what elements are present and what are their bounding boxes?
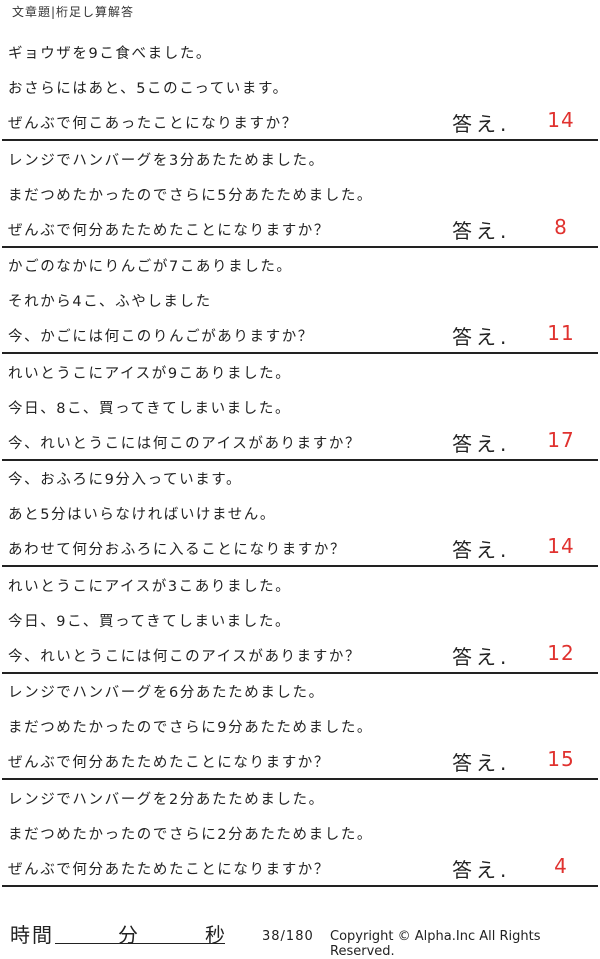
problem-question: 今、れいとうこには何このアイスがありますか？ bbox=[8, 648, 362, 665]
divider-rule bbox=[2, 671, 598, 674]
answer-label: 答え. bbox=[452, 218, 511, 243]
problem-line: あと5分はいらなければいけません。 bbox=[8, 507, 276, 523]
problem-4: れいとうこにアイスが9こありました。 今日、8こ、買ってきてしまいました。 今、… bbox=[0, 358, 600, 465]
problem-line: レンジでハンバーグを3分あたためました。 bbox=[8, 152, 325, 169]
answer-label: 答え. bbox=[452, 112, 511, 136]
problem-1: ギョウザを9こ食べました。 おさらにはあと、5このこっています。 ぜんぶで何こあ… bbox=[0, 38, 600, 145]
answer-value: 14 bbox=[547, 534, 575, 558]
answer-label: 答え. bbox=[452, 857, 511, 882]
divider-rule bbox=[2, 139, 598, 141]
problem-question: ぜんぶで何分あたためたことになりますか？ bbox=[8, 755, 330, 771]
answer-value: 14 bbox=[547, 108, 575, 132]
answer-label: 答え. bbox=[452, 431, 511, 456]
problem-question: 今、れいとうこには何このアイスがありますか？ bbox=[8, 435, 362, 452]
problem-6: れいとうこにアイスが3こありました。 今日、9こ、買ってきてしまいました。 今、… bbox=[0, 571, 600, 678]
problem-line: 今、おふろに9分入っています。 bbox=[8, 472, 243, 488]
answer-label: 答え. bbox=[452, 538, 511, 562]
divider-rule bbox=[2, 352, 598, 354]
problem-2: レンジでハンバーグを3分あたためました。 まだつめたかったのでさらに5分あたため… bbox=[0, 145, 600, 252]
problem-question: ぜんぶで何分あたためたことになりますか？ bbox=[8, 861, 330, 878]
problem-line: 今日、9こ、買ってきてしまいました。 bbox=[8, 613, 292, 630]
worksheet-title: 文章題|桁足し算解答 bbox=[12, 5, 135, 19]
answer-value: 4 bbox=[554, 853, 568, 878]
answer-value: 8 bbox=[554, 214, 568, 239]
answer-value: 15 bbox=[547, 747, 575, 771]
problem-question: ぜんぶで何分あたためたことになりますか？ bbox=[8, 222, 330, 239]
problem-line: まだつめたかったのでさらに5分あたためました。 bbox=[8, 187, 374, 204]
time-entry-line bbox=[55, 943, 225, 944]
problem-line: かごのなかにりんごが7こありました。 bbox=[8, 259, 293, 275]
minutes-label: 分 bbox=[118, 923, 138, 947]
problem-line: おさらにはあと、5このこっています。 bbox=[8, 81, 289, 97]
answer-value: 17 bbox=[547, 427, 575, 452]
divider-rule bbox=[2, 884, 598, 887]
problem-3: かごのなかにりんごが7こありました。 それから4こ、ふやしました 今、かごには何… bbox=[0, 251, 600, 358]
problem-line: ギョウザを9こ食べました。 bbox=[8, 46, 213, 62]
answer-label: 答え. bbox=[452, 325, 511, 349]
problem-line: レンジでハンバーグを2分あたためました。 bbox=[8, 791, 325, 808]
worksheet-footer: 時間 分 秒 38/180 Copyright © Alpha.Inc All … bbox=[0, 915, 600, 959]
problem-question: 今、かごには何このりんごがありますか？ bbox=[8, 329, 314, 345]
problem-question: ぜんぶで何こあったことになりますか？ bbox=[8, 116, 298, 132]
divider-rule bbox=[2, 245, 598, 248]
answer-value: 12 bbox=[547, 640, 575, 665]
answer-label: 答え. bbox=[452, 644, 511, 669]
problem-line: 今日、8こ、買ってきてしまいました。 bbox=[8, 400, 292, 417]
problem-line: れいとうこにアイスが3こありました。 bbox=[8, 578, 292, 595]
time-label: 時間 bbox=[10, 923, 54, 947]
divider-rule bbox=[2, 778, 598, 780]
problem-line: まだつめたかったのでさらに9分あたためました。 bbox=[8, 720, 374, 736]
problem-list: ギョウザを9こ食べました。 おさらにはあと、5このこっています。 ぜんぶで何こあ… bbox=[0, 38, 600, 890]
answer-value: 11 bbox=[547, 321, 575, 345]
problem-question: あわせて何分おふろに入ることになりますか？ bbox=[8, 542, 347, 558]
divider-rule bbox=[2, 565, 598, 567]
problem-line: それから4こ、ふやしました bbox=[8, 294, 212, 310]
seconds-label: 秒 bbox=[205, 923, 225, 947]
problem-7: レンジでハンバーグを6分あたためました。 まだつめたかったのでさらに9分あたため… bbox=[0, 677, 600, 784]
divider-rule bbox=[2, 458, 598, 461]
problem-line: まだつめたかったのでさらに2分あたためました。 bbox=[8, 826, 374, 843]
answer-label: 答え. bbox=[452, 751, 511, 775]
problem-line: れいとうこにアイスが9こありました。 bbox=[8, 365, 292, 382]
problem-line: レンジでハンバーグを6分あたためました。 bbox=[8, 685, 325, 701]
copyright-notice: Copyright © Alpha.Inc All Rights Reserve… bbox=[330, 929, 541, 959]
page-number: 38/180 bbox=[262, 929, 314, 944]
problem-5: 今、おふろに9分入っています。 あと5分はいらなければいけません。 あわせて何分… bbox=[0, 464, 600, 571]
problem-8: レンジでハンバーグを2分あたためました。 まだつめたかったのでさらに2分あたため… bbox=[0, 784, 600, 891]
